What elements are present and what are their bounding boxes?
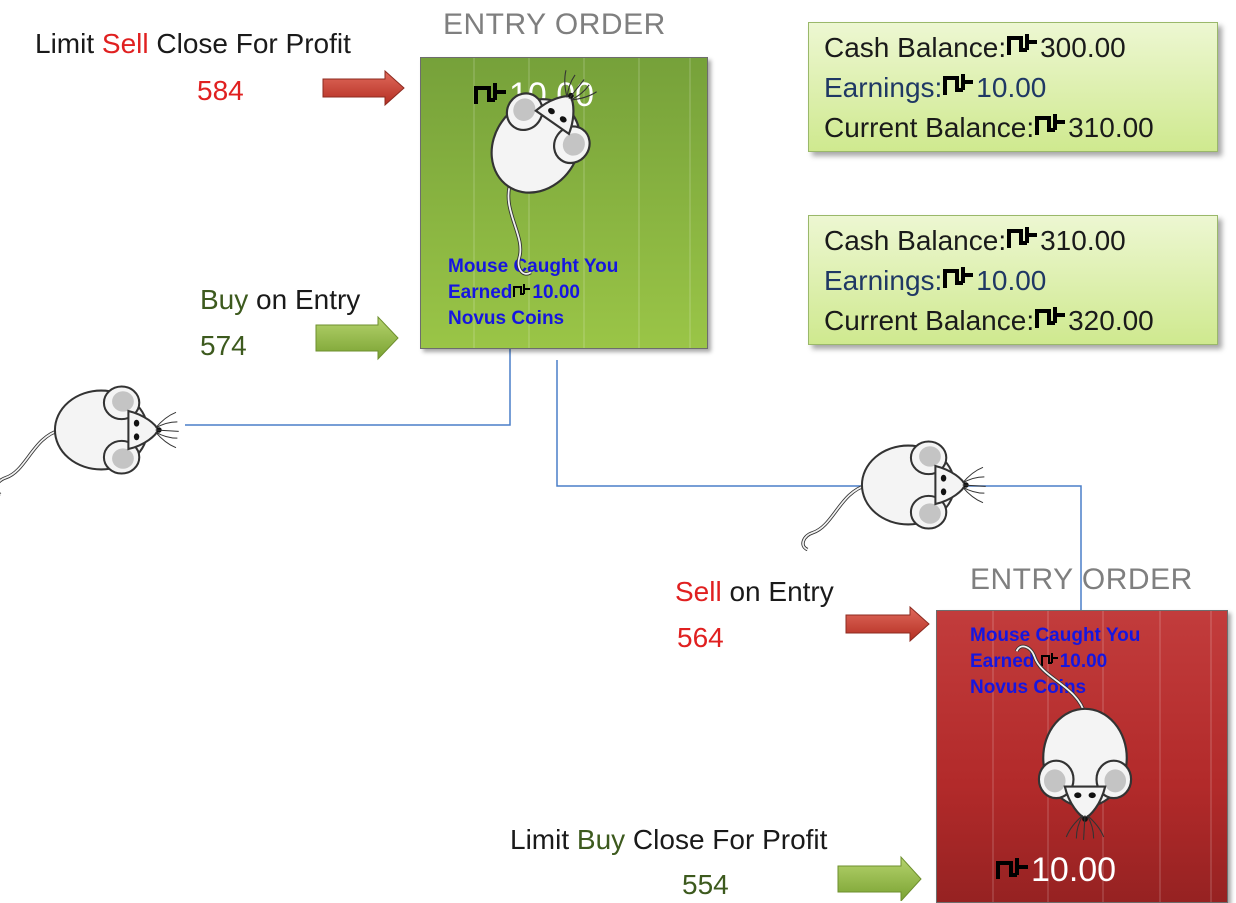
label-text: on Entry [248,284,361,315]
novus-coin-icon [1035,114,1066,135]
arrow-right-icon [837,855,922,901]
novus-coin-icon [1007,227,1038,248]
earnings-label: Earnings: [824,265,943,296]
top-order-message: Mouse Caught You Earned 10.00 Novus Coins [448,254,618,332]
current-balance-label: Current Balance: [824,112,1035,143]
limit-sell-price: 584 [197,75,244,106]
bottom-message-line1: Mouse Caught You [970,625,1141,646]
novus-coin-icon [1035,307,1066,328]
connector-line-right [556,360,1082,612]
novus-coin-icon [474,83,506,104]
arrow-right-icon [322,69,405,107]
balance-box-1: Cash Balance: 300.00 Earnings: 10.00 Curre… [808,22,1218,152]
earnings-label: Earnings: [824,72,943,103]
top-order-title: ENTRY ORDER [443,8,666,41]
current-balance-value: 310.00 [1068,112,1154,143]
mouse-icon [801,439,988,552]
cash-balance-row: Cash Balance: 300.00 [824,28,1217,68]
limit-buy-label: Limit Buy Close For Profit [510,824,827,856]
earnings-value: 10.00 [976,265,1047,296]
current-balance-value: 320.00 [1068,305,1154,336]
buy-action-text: Buy [200,284,249,315]
buy-action-text: Buy [576,824,626,855]
label-text: Limit [510,824,577,855]
sell-entry-label: Sell on Entry [675,576,834,608]
cash-balance-label: Cash Balance: [824,225,1007,256]
label-text: Limit [35,28,102,59]
earnings-value: 10.00 [976,72,1047,103]
cash-balance-value: 310.00 [1040,225,1126,256]
earned-label: Earned [970,651,1040,672]
sell-action-text: Sell [675,576,722,607]
buy-entry-price: 574 [200,330,247,361]
novus-coin-icon [996,858,1028,879]
label-text: Close For Profit [625,824,828,855]
earnings-row: Earnings: 10.00 [824,261,1217,301]
sell-action-text: Sell [101,28,149,59]
novus-coin-icon [943,267,974,288]
earnings-row: Earnings: 10.00 [824,68,1217,108]
novus-coin-icon [943,74,974,95]
novus-coin-icon [513,284,531,297]
mouse-icon [0,384,181,497]
label-text: Close For Profit [148,28,351,59]
novus-coin-icon [1007,34,1038,55]
earned-amount: 10.00 [1059,651,1108,672]
arrow-right-icon [845,605,930,643]
current-balance-label: Current Balance: [824,305,1035,336]
cash-balance-row: Cash Balance: 310.00 [824,221,1217,261]
bottom-order-amount: 10.00 [1031,851,1117,889]
limit-sell-label: Limit Sell Close For Profit [35,28,351,60]
balance-box-2: Cash Balance: 310.00 Earnings: 10.00 Curre… [808,215,1218,345]
cash-balance-value: 300.00 [1040,32,1126,63]
bottom-order-amount-wrap: 10.00 [995,851,1116,890]
buy-entry-label: Buy on Entry [200,284,360,316]
earned-amount: 10.00 [532,282,580,303]
current-balance-row: Current Balance: 320.00 [824,301,1217,341]
mouse-icon [432,50,641,279]
top-message-line2: Earned 10.00 [448,280,618,306]
label-text: on Entry [721,576,834,607]
cash-balance-label: Cash Balance: [824,32,1007,63]
sell-entry-price: 564 [677,622,724,653]
bottom-order-title: ENTRY ORDER [970,563,1193,596]
limit-buy-price: 554 [682,869,729,900]
current-balance-row: Current Balance: 310.00 [824,108,1217,148]
top-message-line1: Mouse Caught You [448,256,619,277]
earned-label: Earned [448,282,513,303]
mouse-icon [1014,644,1133,842]
novus-coin-icon [1040,653,1058,666]
connector-line-left [185,345,511,426]
bottom-message-line2: Earned 10.00 [970,649,1140,675]
top-message-line3: Novus Coins [448,308,565,329]
arrow-right-icon [315,315,399,361]
